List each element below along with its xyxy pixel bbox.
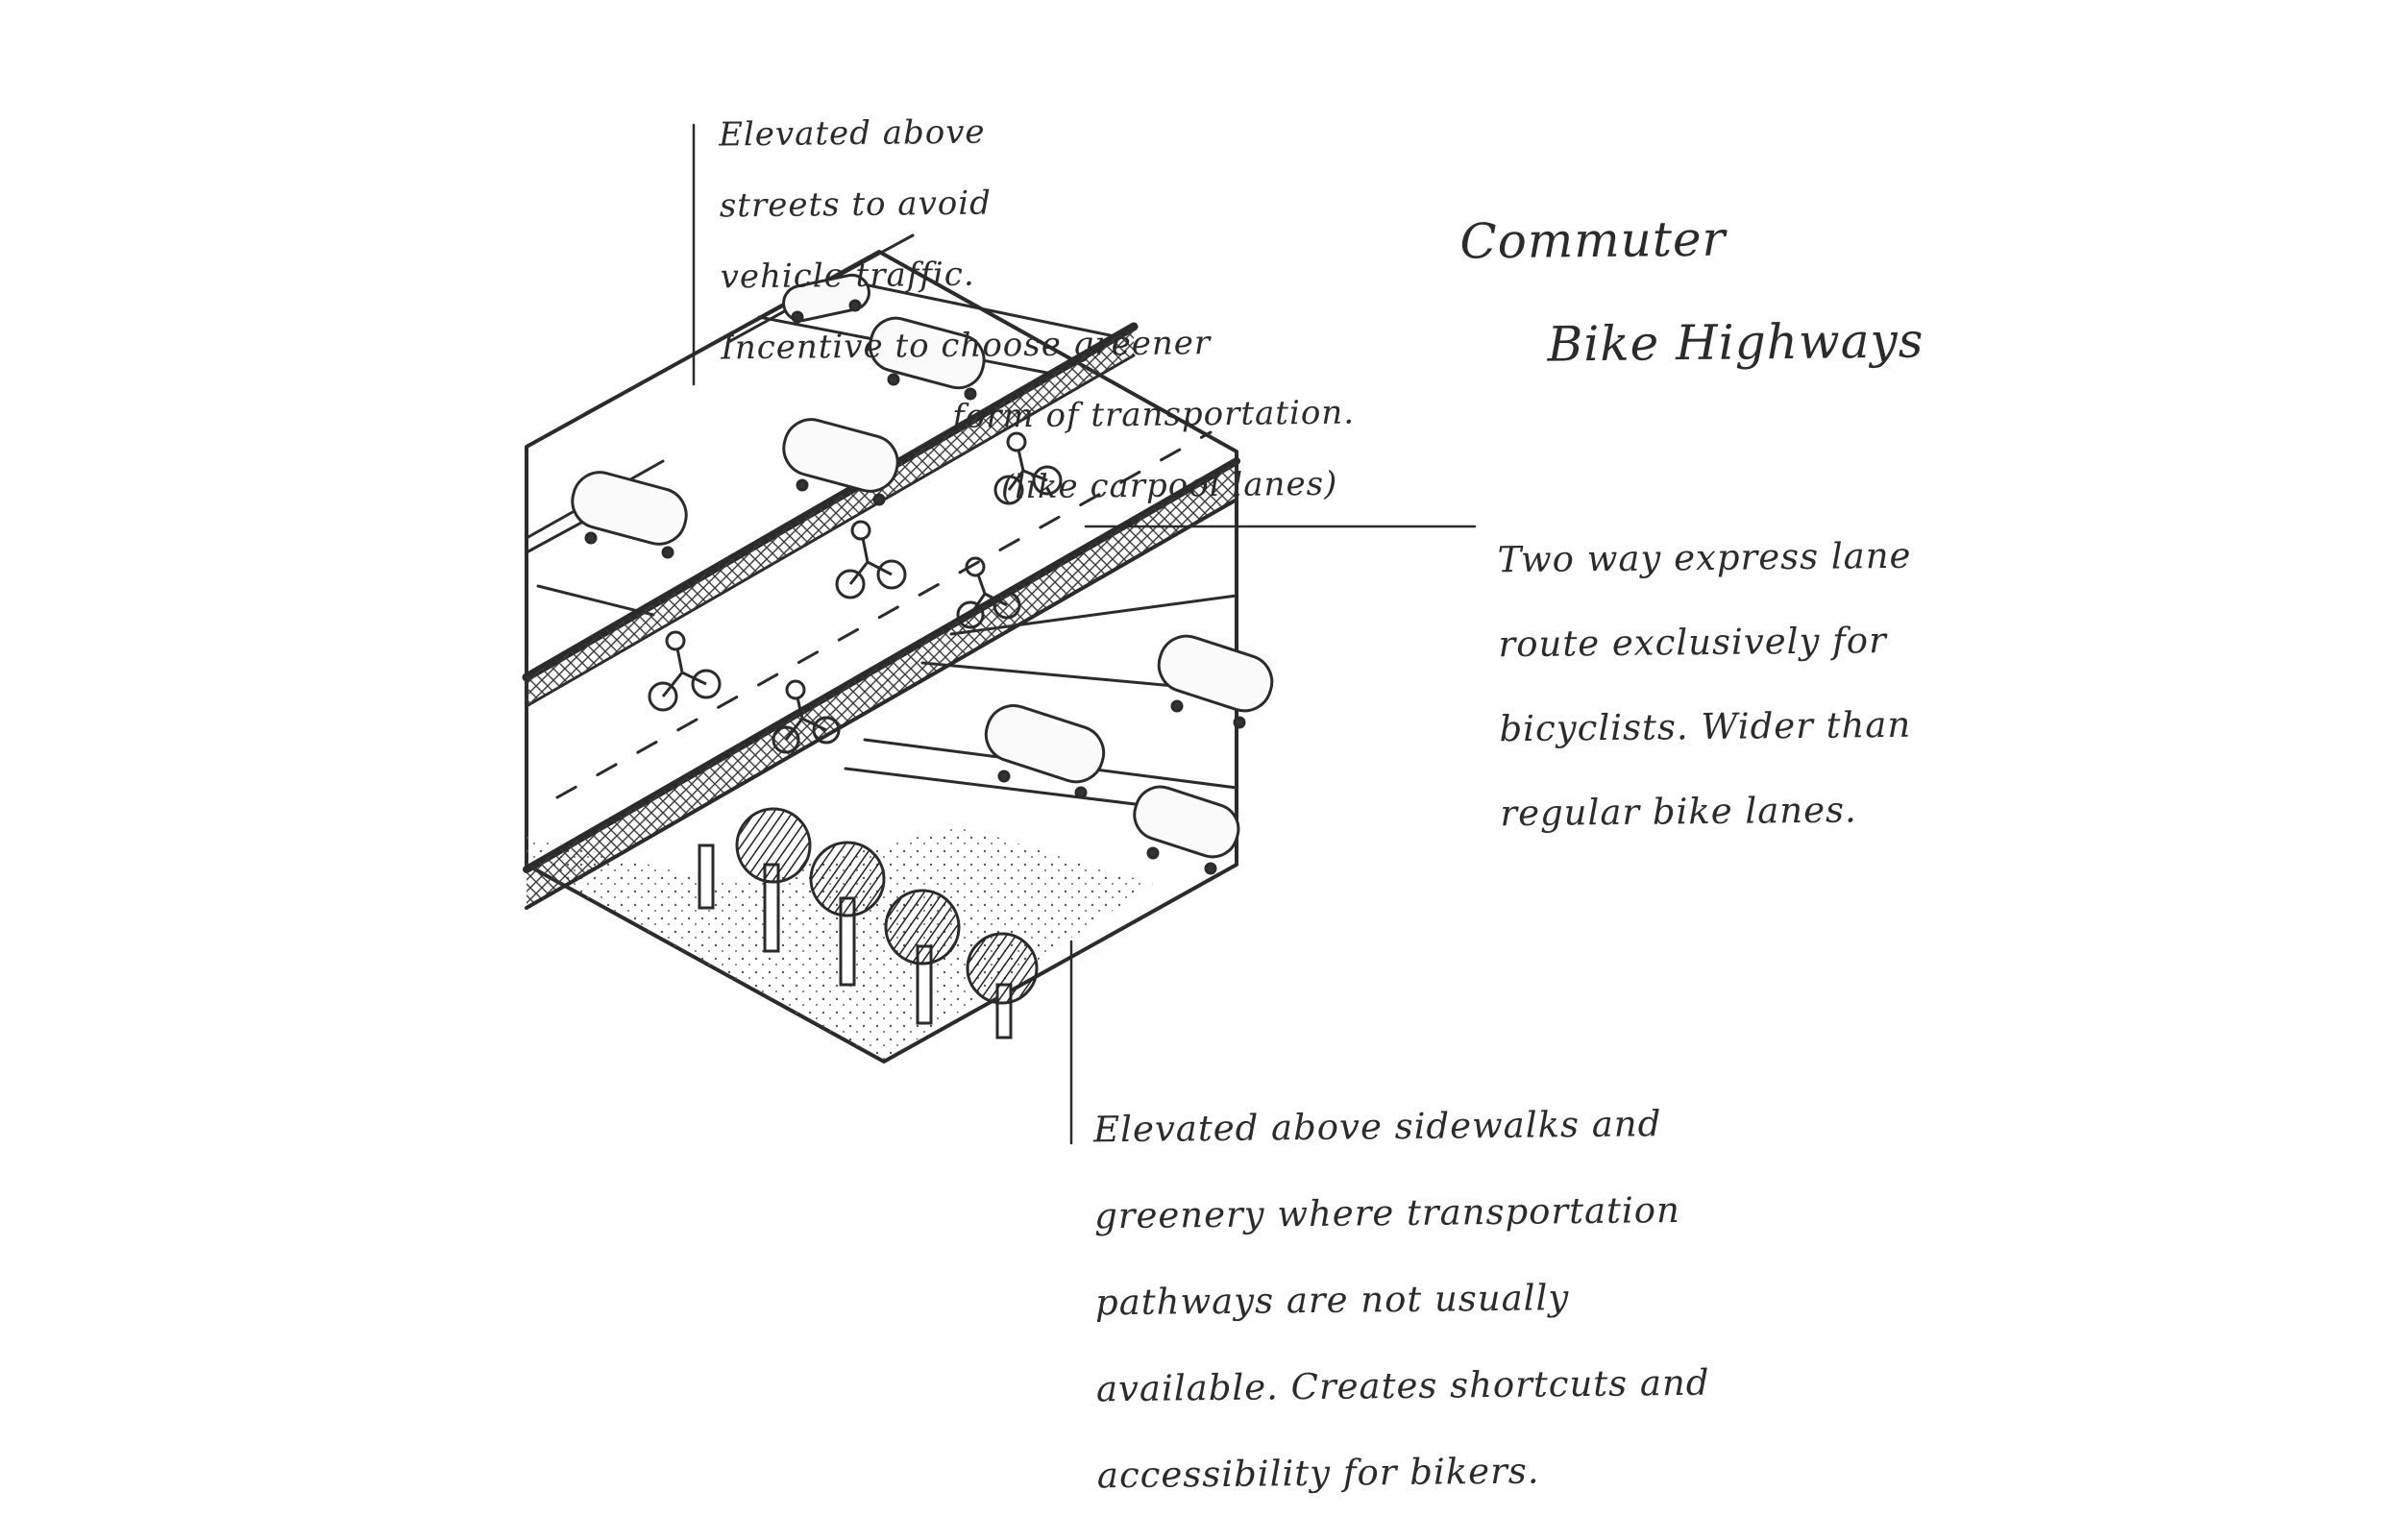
bike-deck-hatch-upper	[527, 327, 1134, 706]
annotation-elevated-sidewalks: Elevated above sidewalks and greenery wh…	[1092, 1059, 1711, 1540]
trees	[698, 807, 1039, 1039]
note-line: Two way express lane	[1497, 534, 1912, 581]
note-line: form of transportation.	[951, 393, 1356, 436]
car-icon	[1157, 634, 1274, 729]
bike-lane-centerline	[555, 430, 1213, 799]
title-line-1: Commuter	[1459, 210, 1727, 270]
note-line: pathways are not usually	[1094, 1277, 1570, 1324]
cyclist-icon	[956, 556, 1021, 629]
note-line: Elevated above sidewalks and	[1092, 1103, 1662, 1151]
car-icon	[571, 471, 688, 559]
title-line-2: Bike Highways	[1547, 312, 1924, 373]
tree-icon	[809, 841, 886, 987]
tree-icon	[884, 889, 961, 1025]
cyclist-icon	[648, 630, 722, 712]
car-icon	[782, 418, 899, 506]
note-line: regular bike lanes.	[1500, 789, 1857, 835]
cars	[571, 273, 1274, 875]
note-line: (like carpool lanes)	[1000, 464, 1338, 507]
note-line: accessibility for bikers.	[1096, 1450, 1540, 1497]
note-line: Elevated above	[718, 112, 986, 155]
annotation-elevated-streets: Elevated above streets to avoid vehicle …	[718, 76, 1356, 545]
tree-icon	[966, 932, 1039, 1039]
car-icon	[782, 273, 870, 324]
diagram-title: Commuter Bike Highways	[1459, 159, 1925, 423]
note-line: bicyclists. Wider than	[1499, 703, 1912, 750]
note-line: available. Creates shortcuts and	[1095, 1361, 1710, 1410]
car-icon	[1133, 785, 1240, 875]
annotation-express-lane: Two way express lane route exclusively f…	[1497, 493, 1915, 877]
note-line: route exclusively for	[1498, 620, 1887, 666]
bike-deck-hatch-lower	[527, 461, 1237, 908]
tree-icon	[698, 843, 715, 910]
cyclists	[648, 431, 1063, 754]
cyclist-icon	[835, 520, 907, 599]
cyclist-icon	[772, 679, 841, 754]
car-icon	[869, 316, 986, 401]
cyclist-icon	[993, 431, 1063, 505]
car-icon	[984, 704, 1106, 799]
note-line: Incentive to choose greener	[721, 324, 1212, 368]
note-line: streets to avoid	[719, 183, 993, 226]
tree-icon	[735, 807, 812, 953]
note-line: greenery where transportation	[1093, 1188, 1681, 1237]
note-line: vehicle traffic.	[720, 255, 975, 297]
isometric-sketch	[522, 123, 1477, 1145]
